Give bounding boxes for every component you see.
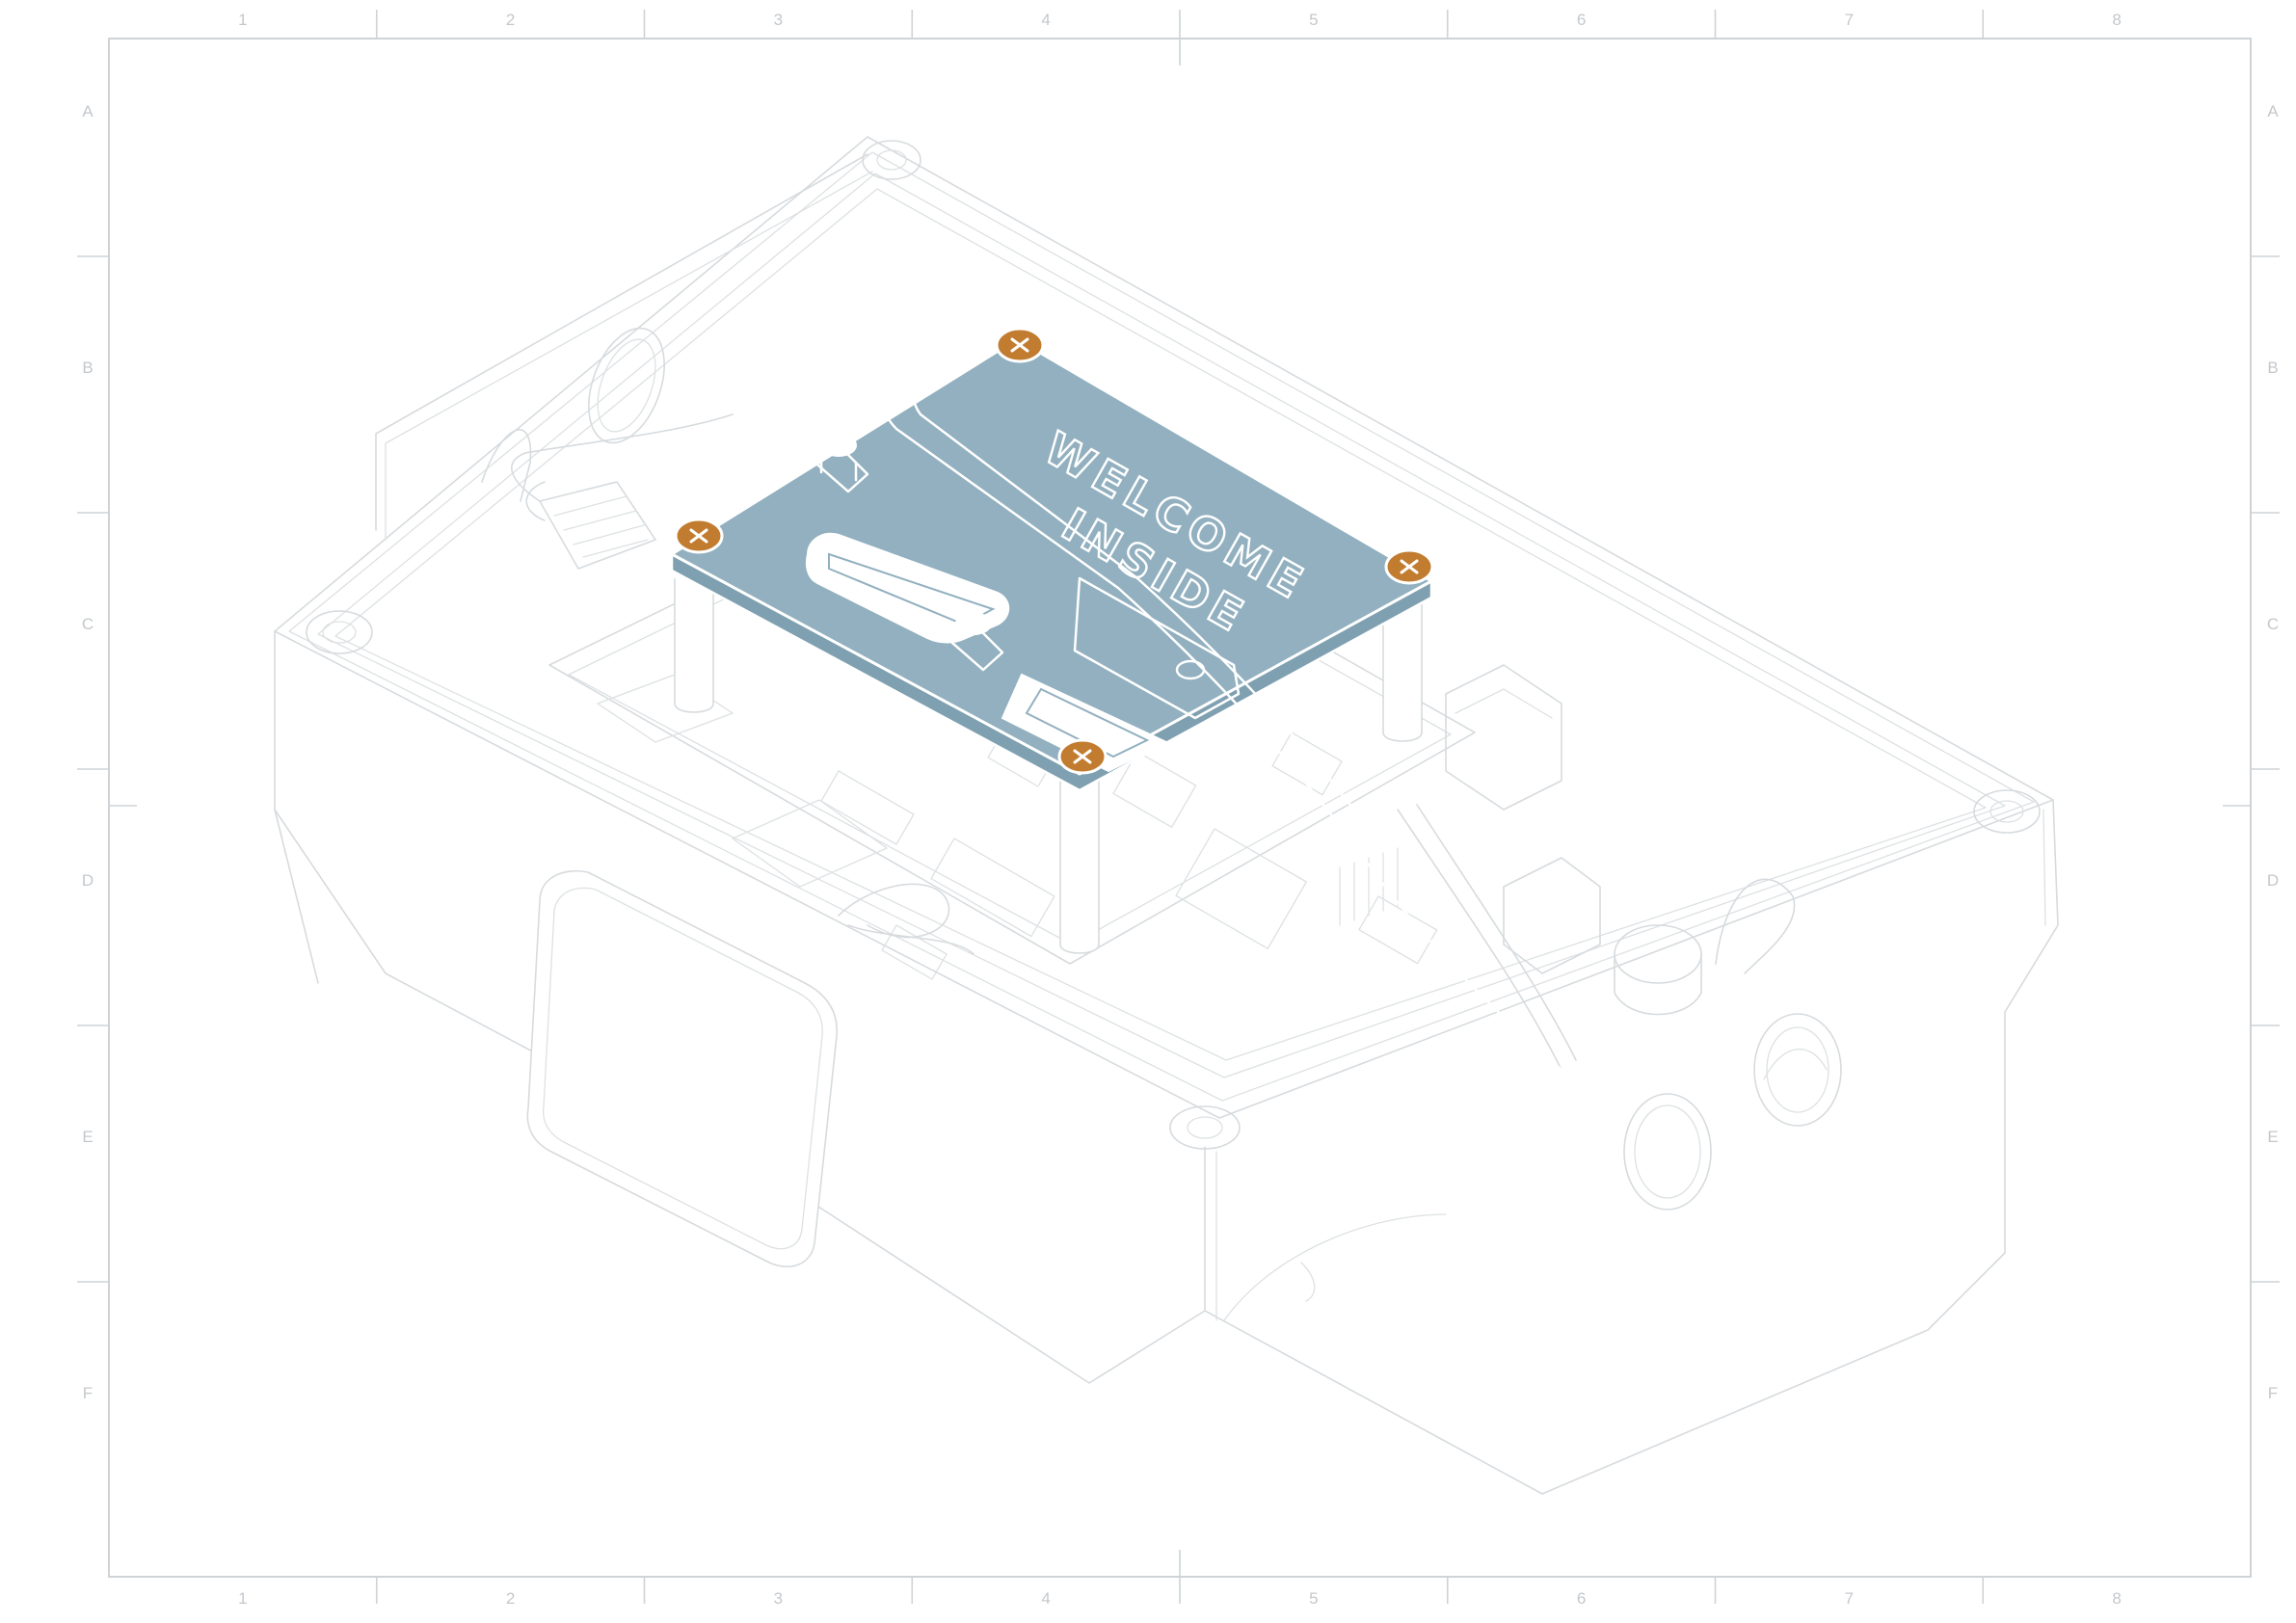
row-label-right: E (2267, 1128, 2278, 1146)
row-label-right: F (2268, 1384, 2278, 1402)
screw-icon (674, 518, 724, 554)
column-labels-bottom: 1 2 3 4 5 6 7 8 (238, 1589, 2122, 1608)
enclosure-line-art (274, 136, 2059, 1495)
column-label-bottom: 6 (1577, 1589, 1586, 1608)
cover-plate: WELCOME INSIDE (670, 327, 1563, 1072)
column-label-bottom: 2 (506, 1589, 515, 1608)
row-label-left: A (82, 102, 93, 120)
column-label-bottom: 7 (1845, 1589, 1854, 1608)
plate-mount-tab-2 (943, 612, 1004, 672)
column-label-top: 3 (774, 11, 783, 29)
plate-mount-tab-1 (808, 434, 869, 493)
row-labels-left: A B C D E F (82, 102, 93, 1402)
column-label-bottom: 1 (238, 1589, 247, 1608)
drawing-frame (77, 10, 2280, 1604)
column-label-top: 4 (1041, 11, 1050, 29)
screw-icon (1384, 548, 1434, 585)
column-label-bottom: 3 (774, 1589, 783, 1608)
row-label-left: E (82, 1128, 93, 1146)
screw-icon (995, 327, 1045, 363)
row-labels-right: A B C D E F (2267, 102, 2279, 1402)
column-label-bottom: 8 (2112, 1589, 2121, 1608)
row-label-right: B (2267, 359, 2278, 377)
row-label-right: C (2267, 615, 2279, 633)
plate-connector-bracket (1001, 576, 1241, 773)
column-label-bottom: 5 (1309, 1589, 1318, 1608)
row-label-left: F (83, 1384, 93, 1402)
row-label-left: D (82, 871, 93, 890)
row-label-left: C (82, 615, 93, 633)
row-label-right: D (2267, 871, 2279, 890)
column-labels-top: 1 2 3 4 5 6 7 8 (238, 11, 2122, 29)
row-label-left: B (82, 359, 93, 377)
column-label-top: 8 (2112, 11, 2121, 29)
column-label-top: 7 (1845, 11, 1854, 29)
column-label-top: 6 (1577, 11, 1586, 29)
column-label-bottom: 4 (1041, 1589, 1050, 1608)
column-label-top: 5 (1309, 11, 1318, 29)
row-label-right: A (2267, 102, 2279, 120)
screw-icon (1057, 738, 1108, 775)
column-label-top: 2 (506, 11, 515, 29)
column-label-top: 1 (238, 11, 247, 29)
